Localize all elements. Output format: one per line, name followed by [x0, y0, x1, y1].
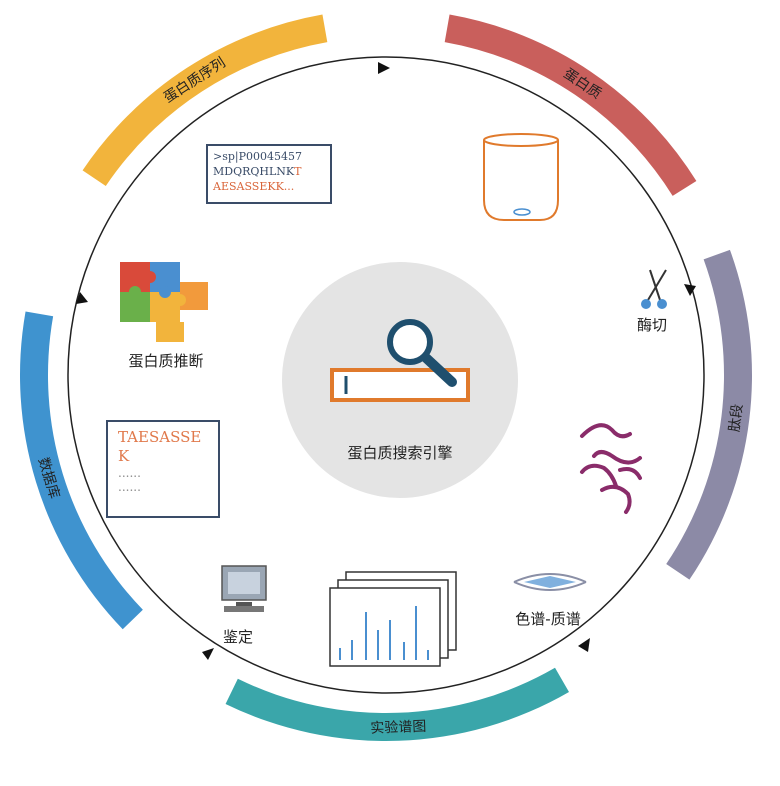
arrow-head [202, 648, 214, 660]
search-bar[interactable] [330, 368, 470, 402]
spectrum-icon [329, 571, 457, 667]
segment-protein [444, 14, 697, 196]
puzzle-icon [120, 262, 208, 342]
arrow-head [578, 638, 590, 652]
sequence-header: >sp|P00045457 [213, 150, 302, 163]
cycle-arrows [76, 62, 696, 660]
magnifier-icon[interactable] [387, 319, 457, 387]
center-label: 蛋白质搜索引擎 [347, 444, 452, 462]
result-dots: ...... [118, 480, 141, 494]
step-chromatography: 色谱-质谱 [515, 610, 580, 628]
chromatography-icon [513, 573, 587, 591]
result-dots: ...... [118, 466, 141, 480]
result-peptide-tail: K [118, 447, 130, 465]
beaker-icon [483, 133, 559, 221]
cycle-circle [67, 56, 705, 694]
scissors-icon [641, 269, 667, 309]
arrow-head [378, 62, 390, 74]
step-digestion: 酶切 [637, 316, 667, 334]
result-card: TAESASSE K ...... ...... [106, 420, 220, 518]
segment-database [20, 311, 143, 630]
sequence-card: >sp|P00045457 MDQRQHLNKT AESASSEKK... [206, 144, 332, 204]
segment-label-peptide: 肽段 [727, 403, 746, 433]
arrow-head [76, 292, 88, 304]
segment-peptide [666, 249, 752, 580]
result-peptide: TAESASSE [118, 428, 202, 446]
arrow-head [684, 284, 696, 296]
monitor-icon [221, 565, 267, 612]
segment-experiment-map [225, 667, 570, 741]
step-identification: 鉴定 [223, 628, 253, 646]
segment-label-experiment-map: 实验谱图 [370, 719, 427, 737]
sequence-line-red: AESASSEKK... [213, 180, 295, 193]
sequence-line: MDQRQHLNKT [213, 165, 302, 178]
segment-sequence-analysis [82, 14, 328, 186]
step-inference: 蛋白质推断 [128, 352, 203, 370]
peptide-icon [580, 423, 642, 514]
